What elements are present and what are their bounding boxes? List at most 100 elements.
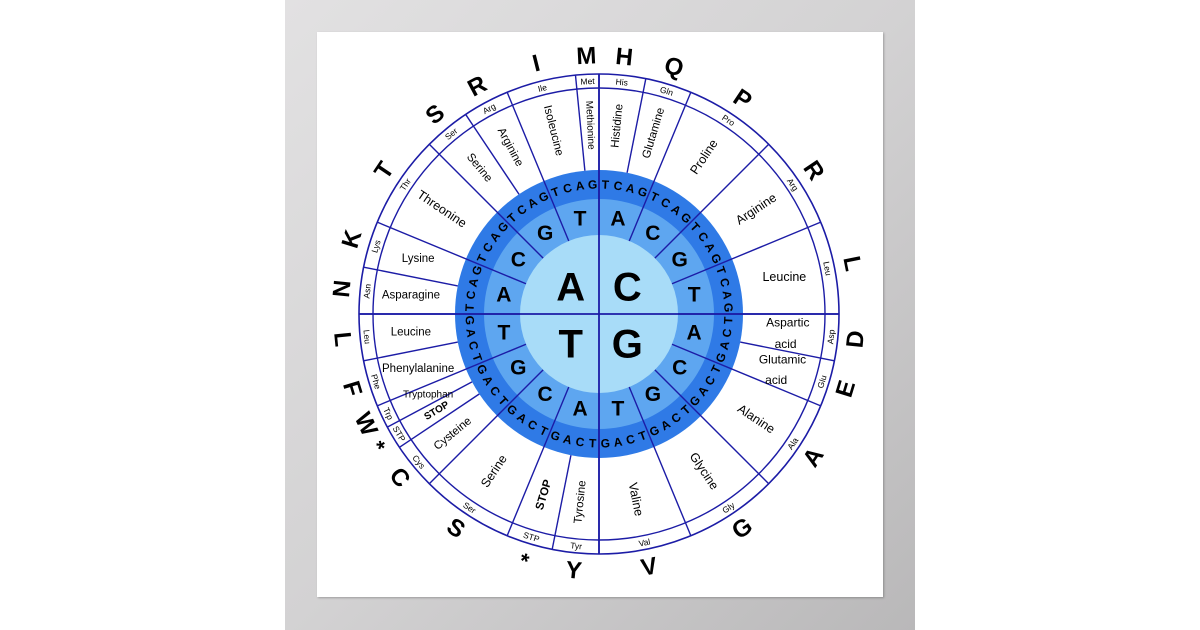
first-base-A: A (556, 266, 585, 310)
third-base-CTG: G (721, 303, 735, 313)
amino-letter-W: W (349, 408, 383, 440)
amino-letter-L: L (837, 254, 866, 274)
amino-name: Asparagine (382, 289, 440, 301)
third-base-AAA: A (466, 276, 482, 288)
second-base-GA: A (687, 321, 702, 344)
sector-divider (399, 393, 480, 448)
second-base-TC: C (538, 383, 553, 406)
amino-abbr-glu: Glu (815, 374, 828, 390)
third-base-GTA: A (613, 434, 624, 449)
sector-divider (363, 266, 458, 287)
second-base-AT: T (574, 207, 587, 230)
amino-letter-T: T (369, 157, 400, 184)
third-base-GAA: A (717, 339, 733, 351)
sector-divider (574, 75, 586, 171)
third-base-GAT: T (721, 316, 735, 325)
amino-name: Aspartic (766, 316, 809, 330)
amino-letter-R: R (797, 156, 829, 185)
second-base-TT: T (497, 321, 510, 344)
second-base-AA: A (496, 284, 511, 307)
third-base-CAG: G (636, 184, 650, 200)
second-base-TA: A (572, 398, 587, 421)
amino-name: Leucine (391, 327, 431, 339)
amino-name: acid (775, 337, 797, 351)
third-base-CAA: A (625, 181, 637, 197)
second-base-GG: G (645, 383, 661, 406)
amino-letter-I: I (530, 50, 543, 78)
second-base-CA: A (610, 207, 625, 230)
amino-name: Methionine (583, 101, 596, 151)
amino-letter-S: S (421, 99, 451, 130)
amino-abbr-met: Met (580, 76, 595, 87)
amino-letter-C: C (384, 462, 416, 493)
sector-divider (628, 92, 692, 242)
sector-divider (506, 386, 570, 536)
first-base-C: C (613, 266, 642, 310)
third-base-GAG: G (713, 351, 729, 365)
amino-letter-N: N (328, 279, 357, 299)
amino-letter-V: V (639, 552, 660, 582)
amino-letter-Y: Y (564, 557, 583, 585)
amino-abbr-phe: Phe (369, 373, 383, 391)
sector-divider (428, 369, 544, 485)
amino-name: Phenylalanine (382, 363, 454, 375)
third-base-TAG: G (549, 428, 563, 444)
second-base-TG: G (510, 356, 526, 379)
sector-divider (626, 78, 647, 173)
amino-abbr-val: Val (638, 536, 651, 548)
amino-name: Valine (626, 481, 646, 517)
third-base-GTC: C (625, 432, 637, 448)
amino-name: Glutamic (759, 352, 806, 366)
third-base-TTC: C (466, 340, 482, 352)
sector-divider (428, 143, 544, 259)
second-base-AC: C (511, 249, 526, 272)
third-base-TAA: A (562, 432, 574, 448)
amino-letter-K: K (337, 226, 368, 251)
third-base-ATA: A (575, 178, 586, 193)
third-base-TAT: T (589, 436, 598, 450)
sector-divider (671, 221, 821, 285)
amino-name: Tryptophan (403, 389, 453, 400)
amino-abbr-lys: Lys (369, 239, 382, 254)
amino-abbr-his: His (615, 77, 628, 88)
amino-letter-R: R (463, 70, 491, 102)
amino-abbr-tyr: Tyr (570, 540, 583, 551)
amino-abbr-asn: Asn (361, 283, 372, 299)
amino-abbr-stp: STP (522, 530, 541, 544)
amino-letter-Q: Q (661, 51, 687, 82)
sector-divider (654, 143, 770, 259)
third-base-GAC: C (720, 327, 735, 338)
amino-name: Histidine (609, 103, 625, 148)
sector-divider (377, 221, 527, 285)
amino-letter-L: L (328, 331, 356, 348)
amino-letter-F: F (337, 378, 367, 400)
amino-letter-P: P (728, 84, 756, 115)
sector-divider (387, 381, 473, 428)
second-base-AG: G (537, 222, 553, 245)
amino-letter-M: M (576, 42, 597, 70)
amino-abbr-leu: Leu (361, 329, 372, 344)
amino-name: Leucine (762, 270, 806, 284)
third-base-AAT: T (462, 303, 476, 312)
third-base-CTC: C (717, 277, 733, 289)
amino-letter-G: G (727, 512, 758, 545)
third-base-TAC: C (575, 435, 586, 450)
sector-divider (628, 386, 692, 536)
third-base-TTG: G (462, 315, 476, 325)
amino-name: acid (765, 373, 787, 387)
amino-abbr-asp: Asp (825, 329, 836, 345)
second-base-CT: T (688, 284, 701, 307)
amino-letter-H: H (614, 43, 634, 72)
third-base-GTG: G (600, 436, 610, 450)
third-base-ATG: G (588, 177, 598, 191)
third-base-CAC: C (613, 178, 624, 193)
third-base-TTA: A (463, 328, 478, 339)
amino-letter-E: E (831, 377, 861, 400)
third-base-CTA: A (720, 290, 735, 301)
amino-abbr-trp: Trp (381, 406, 395, 422)
third-base-CAT: T (601, 177, 610, 191)
sector-lines (359, 74, 839, 554)
